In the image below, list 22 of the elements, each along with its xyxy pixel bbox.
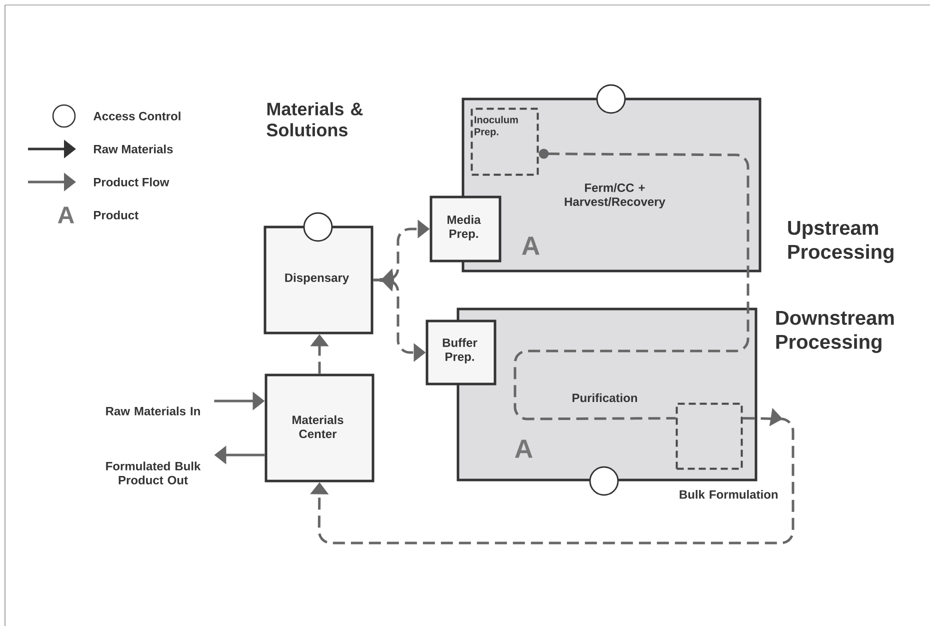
legend-label: Access Control (94, 112, 180, 120)
flow-arrow (514, 148, 750, 420)
room-label: Bulk Formulation (680, 490, 778, 499)
legend-label: Product (94, 210, 138, 220)
room-label: Inoculum Prep. (474, 116, 518, 138)
area-heading: Downstream Processing (776, 310, 894, 353)
flow-label: Raw Materials In (106, 406, 200, 416)
room-label: Media Prep. (448, 215, 481, 240)
product-letter: A (522, 236, 540, 255)
room-label: Ferm/CC + Harvest/Recovery (564, 183, 666, 208)
room-label: Purification (572, 393, 638, 402)
legend-label: Raw Materials (94, 144, 173, 154)
flow-label: Formulated Bulk Product Out (106, 462, 201, 484)
room-label: Dispensary (285, 273, 350, 284)
product-letter: A (515, 440, 532, 458)
flow-arrow (310, 408, 794, 544)
legend-label: Product Flow (94, 178, 170, 186)
area-heading: Materials & Solutions (266, 102, 363, 136)
legend-letter: A (58, 206, 74, 224)
room-label: Materials Center (292, 415, 344, 438)
area-heading: Upstream Processing (788, 220, 894, 263)
room-label: Buffer Prep. (442, 338, 478, 364)
